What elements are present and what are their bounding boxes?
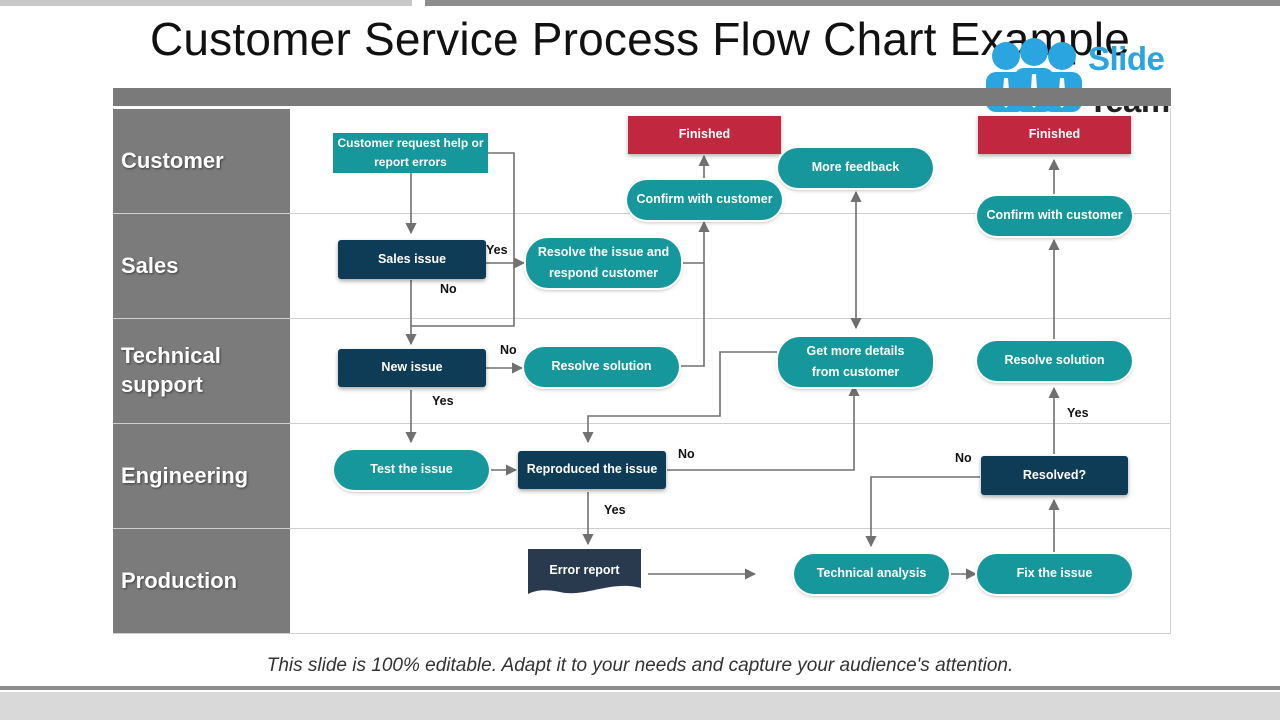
lane-divider	[113, 528, 1171, 529]
fix-issue-node: Fix the issue	[977, 554, 1132, 594]
lane-technical-support: Technical support	[113, 319, 290, 423]
top-bar-left	[0, 0, 412, 6]
resolve-solution-node-1: Resolve solution	[524, 347, 679, 387]
resolve-solution-node-2: Resolve solution	[977, 341, 1132, 381]
test-issue-node: Test the issue	[334, 450, 489, 490]
edge-label-repro-no: No	[678, 447, 695, 461]
finished-node-1: Finished	[628, 116, 781, 154]
lane-divider	[113, 423, 1171, 424]
error-report-shape	[528, 549, 641, 594]
lane-engineering: Engineering	[113, 424, 290, 528]
more-feedback-node: More feedback	[778, 148, 933, 188]
bottom-bar	[0, 686, 1280, 690]
diagram-header-band	[113, 88, 1171, 106]
get-details-node: Get more details from customer	[778, 337, 933, 387]
resolved-decision-node: Resolved?	[981, 456, 1128, 495]
edge-label-new-yes: Yes	[432, 394, 454, 408]
footer-note: This slide is 100% editable. Adapt it to…	[266, 655, 1014, 676]
lane-production: Production	[113, 529, 290, 633]
finished-node-2: Finished	[978, 116, 1131, 154]
new-issue-node: New issue	[338, 349, 486, 387]
lane-customer: Customer	[113, 109, 290, 213]
edge-label-sales-yes: Yes	[486, 243, 508, 257]
confirm-customer-node-2: Confirm with customer	[977, 196, 1132, 236]
error-report-node: Error report	[549, 563, 620, 578]
sales-issue-node: Sales issue	[338, 240, 486, 279]
confirm-customer-node-1: Confirm with customer	[627, 180, 782, 220]
resolve-respond-node: Resolve the issue and respond customer	[526, 238, 681, 288]
edge-label-resolved-yes: Yes	[1067, 406, 1089, 420]
lane-divider	[113, 318, 1171, 319]
edge-label-new-no: No	[500, 343, 517, 357]
customer-request-node: Customer request help or report errors	[333, 133, 488, 173]
edge-label-resolved-no: No	[955, 451, 972, 465]
reproduced-issue-node: Reproduced the issue	[518, 451, 666, 489]
technical-analysis-node: Technical analysis	[794, 554, 949, 594]
edge-label-sales-no: No	[440, 282, 457, 296]
top-bar-right	[425, 0, 1280, 6]
bottom-band	[0, 692, 1280, 720]
lane-sales: Sales	[113, 214, 290, 318]
edge-label-repro-yes: Yes	[604, 503, 626, 517]
logo-text-slide: Slide	[1088, 40, 1165, 77]
slide-title: Customer Service Process Flow Chart Exam…	[149, 13, 1130, 65]
